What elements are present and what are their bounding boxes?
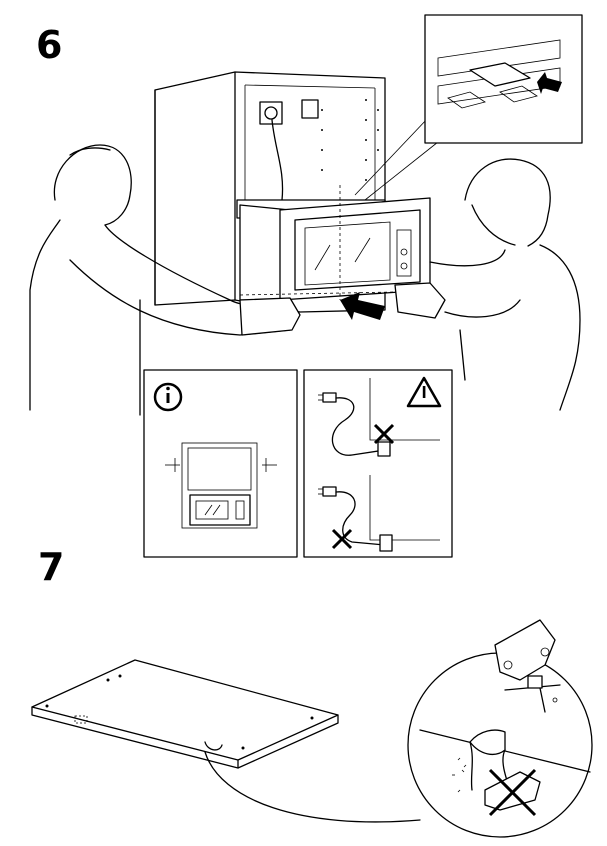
- cabinet-illustration: [154, 71, 439, 320]
- info-icon: [153, 382, 183, 412]
- cabinet-top-panel: [31, 659, 339, 761]
- cross-mark-icon: [373, 423, 395, 445]
- cross-mark-icon-3: [488, 768, 537, 817]
- shelf-holes: [321, 99, 379, 181]
- wall-socket: [259, 101, 283, 125]
- step-number-7: 7: [38, 545, 65, 589]
- detail-inset-bracket: [424, 14, 583, 144]
- push-arrow-icon: [340, 292, 385, 320]
- jigsaw-icon: [494, 619, 561, 713]
- push-arrow-icon-detail: [537, 72, 562, 94]
- woman-figure: [394, 158, 581, 411]
- warning-icon: [406, 376, 442, 408]
- info-panel: [143, 369, 298, 558]
- man-figure: [29, 144, 301, 416]
- cross-mark-icon-2: [331, 528, 353, 550]
- step-number-6: 6: [36, 23, 63, 67]
- warning-panel: [303, 369, 453, 558]
- microwave-window: [304, 221, 391, 286]
- jigsaw-detail: [407, 652, 593, 838]
- saw-dust: [452, 757, 467, 793]
- panel-holes: [45, 674, 314, 750]
- panel-illustration: [31, 659, 421, 823]
